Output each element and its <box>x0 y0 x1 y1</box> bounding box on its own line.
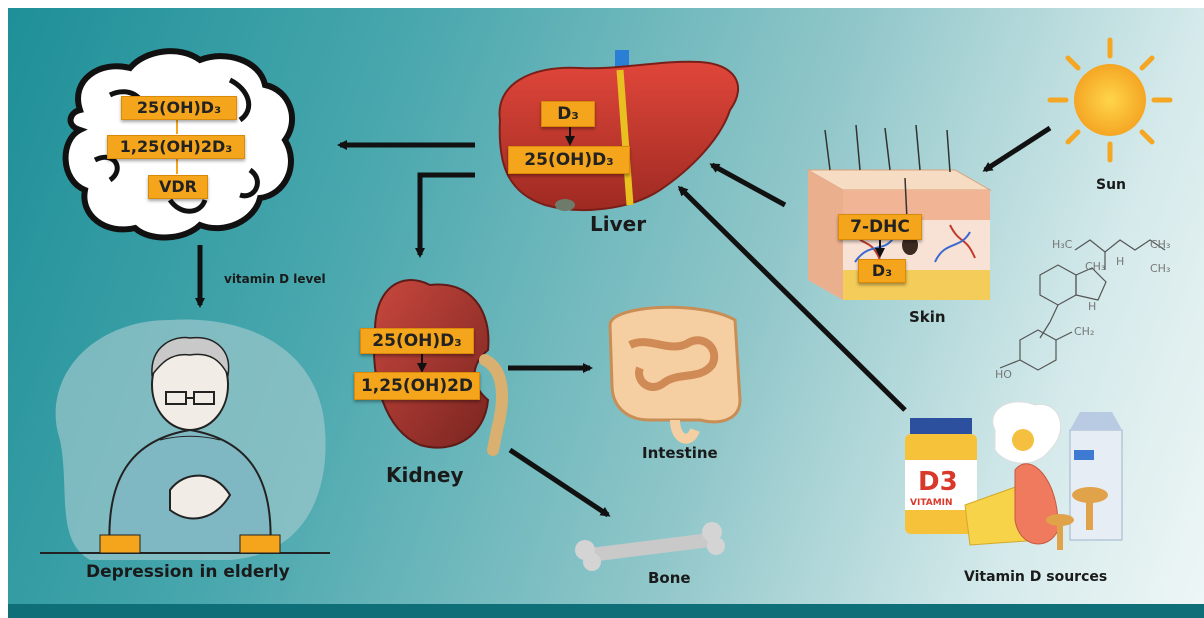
kidney-label: Kidney <box>386 463 464 487</box>
sun-label: Sun <box>1096 177 1126 193</box>
molecule-label-ch2: CH₂ <box>1074 325 1094 338</box>
molecule-labels: H₃C CH₃ CH₃ CH₃ H H CH₂ HO <box>995 238 1170 381</box>
molecule-label-h3c-1: H₃C <box>1052 238 1073 251</box>
bone-label: Bone <box>648 569 691 587</box>
skin-box-7dhc: 7-DHC <box>838 214 922 240</box>
vitamin-sources-label: Vitamin D sources <box>964 569 1107 585</box>
intestine-illustration <box>610 307 740 438</box>
molecule-label-ch3-3: CH₃ <box>1085 260 1105 273</box>
skin-label: Skin <box>909 308 946 326</box>
vitamin-d3-molecule <box>1000 240 1165 370</box>
brain-arrow-label: vitamin D level <box>224 272 326 286</box>
bone-illustration <box>575 522 725 571</box>
molecule-label-ch3-1: CH₃ <box>1150 238 1170 251</box>
arrow-liver-to-kidney <box>420 175 475 255</box>
arrow-skin-to-liver <box>712 165 785 205</box>
brain-box-vdr: VDR <box>148 175 208 199</box>
liver-label: Liver <box>590 212 646 236</box>
liver-box-25ohd3: 25(OH)D₃ <box>508 146 630 174</box>
molecule-label-h-2: H <box>1088 300 1096 313</box>
bottle-text-sub: VITAMIN <box>910 498 953 508</box>
kidney-illustration <box>374 280 502 450</box>
brain-box-125oh2d3: 1,25(OH)2D₃ <box>107 135 245 159</box>
liver-box-d3: D₃ <box>541 101 595 127</box>
molecule-label-h-1: H <box>1116 255 1124 268</box>
skin-box-d3: D₃ <box>858 259 906 283</box>
arrow-kidney-to-bone <box>510 450 608 515</box>
sun-illustration <box>1050 40 1170 160</box>
arrow-sun-to-skin <box>985 128 1050 170</box>
molecule-label-ho: HO <box>995 368 1012 381</box>
brain-box-25ohd3: 25(OH)D₃ <box>121 96 237 120</box>
liver-illustration <box>500 50 739 211</box>
elderly-label: Depression in elderly <box>86 562 290 582</box>
bottle-text-main: D3 <box>918 467 958 497</box>
kidney-box-25ohd3: 25(OH)D₃ <box>360 328 474 354</box>
molecule-label-ch3-2: CH₃ <box>1150 262 1170 275</box>
intestine-label: Intestine <box>642 444 718 462</box>
kidney-box-125oh2d: 1,25(OH)2D <box>354 372 480 400</box>
